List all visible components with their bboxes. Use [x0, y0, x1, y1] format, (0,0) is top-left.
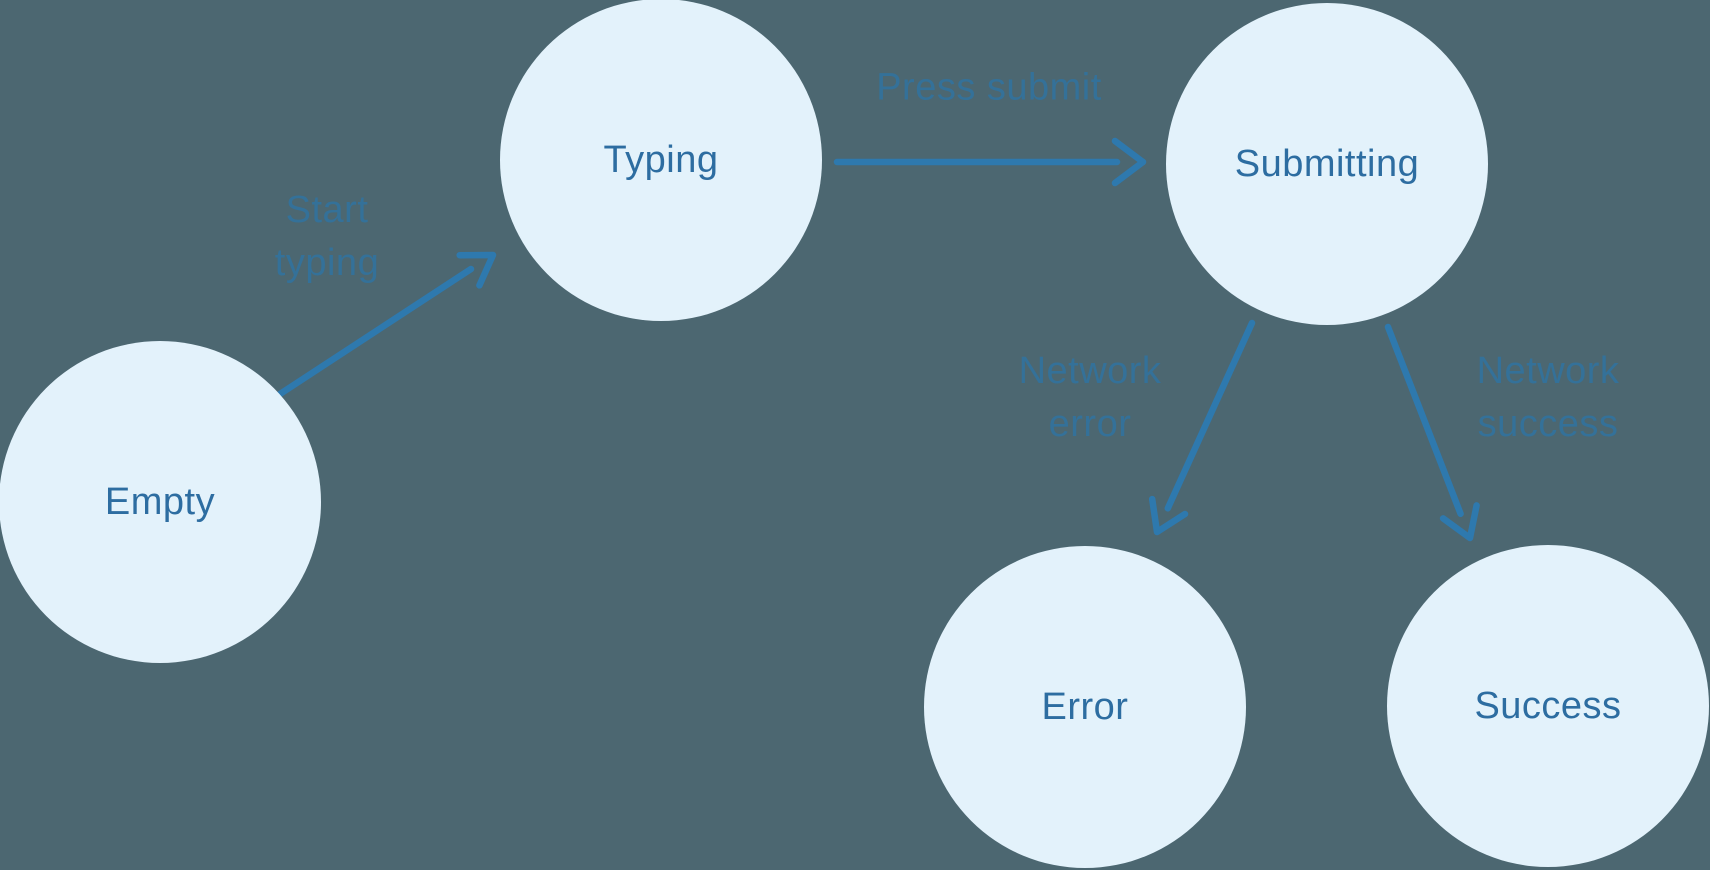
state-label-success: Success — [1474, 684, 1622, 727]
transition-label-press-submit: Press submit — [876, 62, 1102, 115]
arrow-network-error — [1148, 319, 1256, 536]
state-label-empty: Empty — [104, 480, 216, 523]
state-node-empty: Empty — [0, 341, 321, 663]
transition-label-line: success — [1477, 403, 1619, 445]
transition-label-line: Press submit — [876, 66, 1102, 109]
transition-label-line: Network — [1018, 350, 1162, 392]
transition-label-start-typing: Start typing — [275, 184, 379, 290]
transition-label-network-success: Network success — [1477, 345, 1620, 451]
transition-label-line: Network — [1476, 350, 1620, 392]
state-node-error: Error — [924, 546, 1246, 868]
transition-label-line: typing — [274, 242, 380, 284]
state-node-typing: Typing — [500, 0, 822, 321]
state-node-submitting: Submitting — [1166, 3, 1488, 325]
arrow-press-submit — [833, 137, 1147, 187]
state-label-typing: Typing — [603, 138, 719, 181]
state-label-error: Error — [1041, 685, 1129, 728]
transition-label-line: Start — [285, 189, 369, 231]
transition-label-line: error — [1048, 403, 1132, 445]
state-label-submitting: Submitting — [1234, 142, 1420, 185]
state-node-success: Success — [1387, 545, 1709, 867]
transition-label-network-error: Network error — [1019, 345, 1162, 451]
arrow-network-success — [1384, 323, 1480, 542]
